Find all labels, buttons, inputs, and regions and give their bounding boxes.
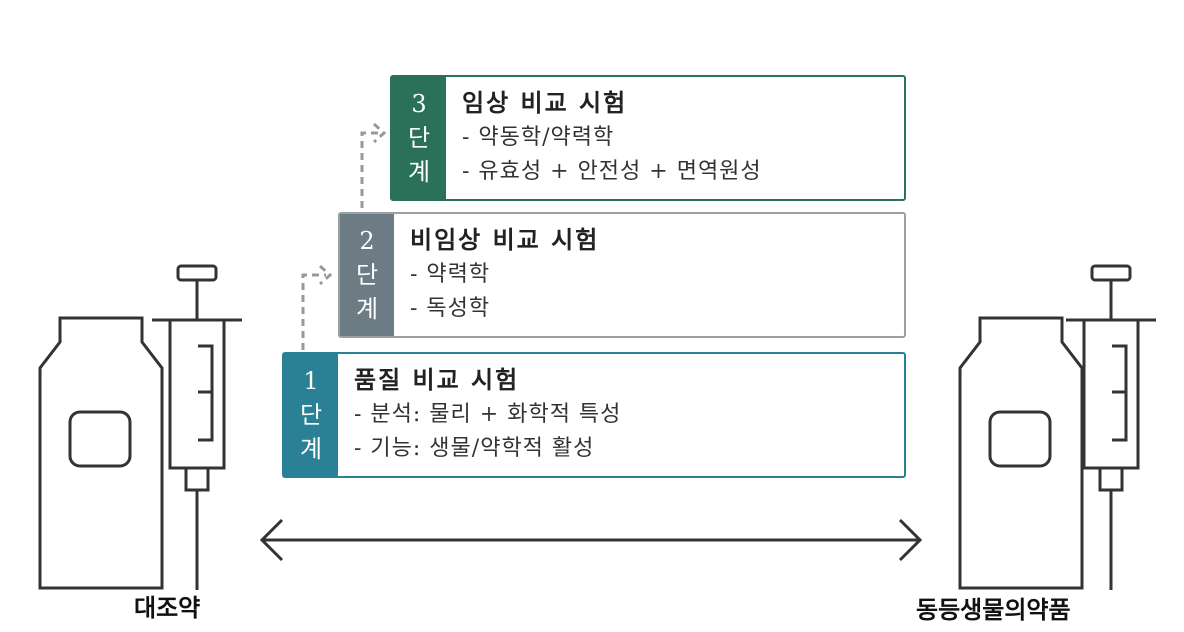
stage-1-tab: 1 단 계 [284,354,338,476]
syringe-icon [1066,264,1156,590]
stage-gye: 계 [299,435,323,463]
stage-1-box: 1 단 계 품질 비교 시험 - 분석: 물리 + 화학적 특성 - 기능: 생… [282,352,906,478]
stage-dan: 단 [299,401,323,429]
vial-icon [958,316,1084,590]
stage-gye: 계 [355,295,379,323]
stage-dan: 단 [355,261,379,289]
stage-2-item: - 독성학 [410,296,491,321]
stage-3-tab: 3 단 계 [392,77,446,199]
stage-number: 2 [359,227,375,255]
stage-3-item: - 유효성 + 안전성 + 면역원성 [462,159,762,184]
stage-2-title: 비임상 비교 시험 [410,225,600,254]
stage-2-item: - 약력학 [410,262,491,287]
stage-3-box: 3 단 계 임상 비교 시험 - 약동학/약력학 - 유효성 + 안전성 + 면… [390,75,906,201]
reference-drug-label: 대조약 [134,593,201,622]
stage-2-tab: 2 단 계 [340,214,394,336]
stage-3-item: - 약동학/약력학 [462,125,615,150]
stage-3-title: 임상 비교 시험 [462,88,628,117]
stage-1-item: - 분석: 물리 + 화학적 특성 [354,402,622,427]
stage-2-box: 2 단 계 비임상 비교 시험 - 약력학 - 독성학 [338,212,906,338]
double-arrow-icon [259,518,923,562]
stage-dan: 단 [407,124,431,152]
vial-icon [38,316,164,590]
stage-1-item: - 기능: 생물/약학적 활성 [354,436,595,461]
stage-number: 3 [411,90,427,118]
step-up-arrow-icon [301,122,387,350]
biosimilar-label: 동등생물의약품 [916,595,1071,624]
syringe-icon [152,264,242,590]
stage-gye: 계 [407,158,431,186]
stage-number: 1 [303,367,319,395]
stage-1-title: 품질 비교 시험 [354,365,520,394]
